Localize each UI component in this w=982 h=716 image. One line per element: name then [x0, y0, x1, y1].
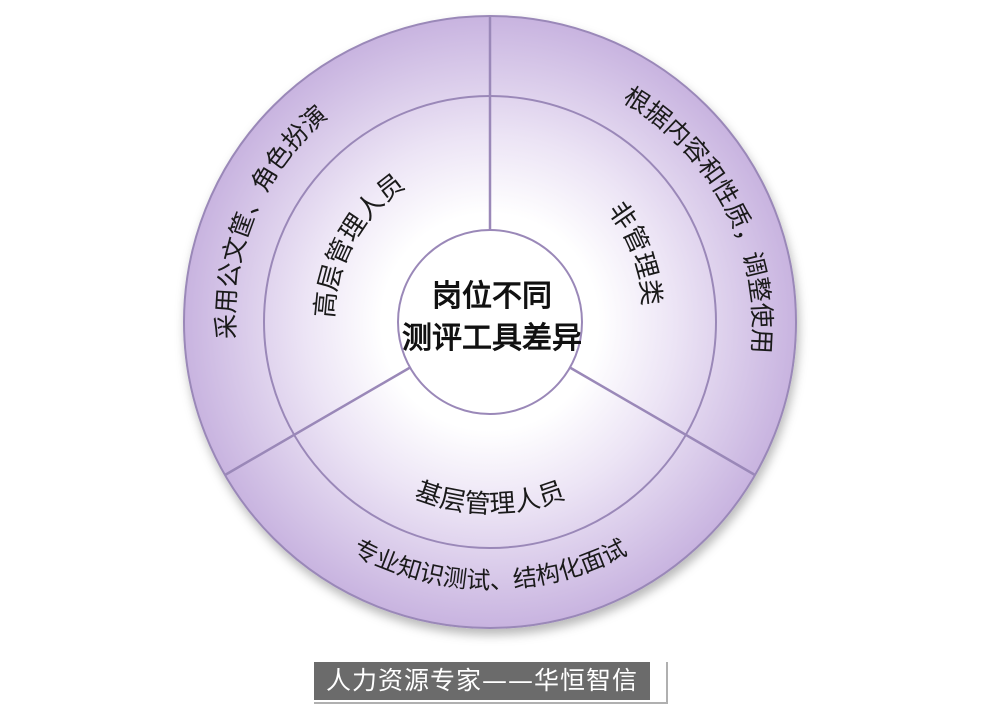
center-hub [397, 229, 583, 415]
center-title-line1: 岗位不同 [432, 279, 552, 314]
footer-label: 人力资源专家——华恒智信 [314, 662, 651, 700]
center-title-line2: 测评工具差异 [402, 321, 582, 356]
sector-dividers [224, 16, 756, 477]
footer-watermark: 人力资源专家——华恒智信 [314, 662, 672, 706]
footer-frame [314, 662, 668, 704]
